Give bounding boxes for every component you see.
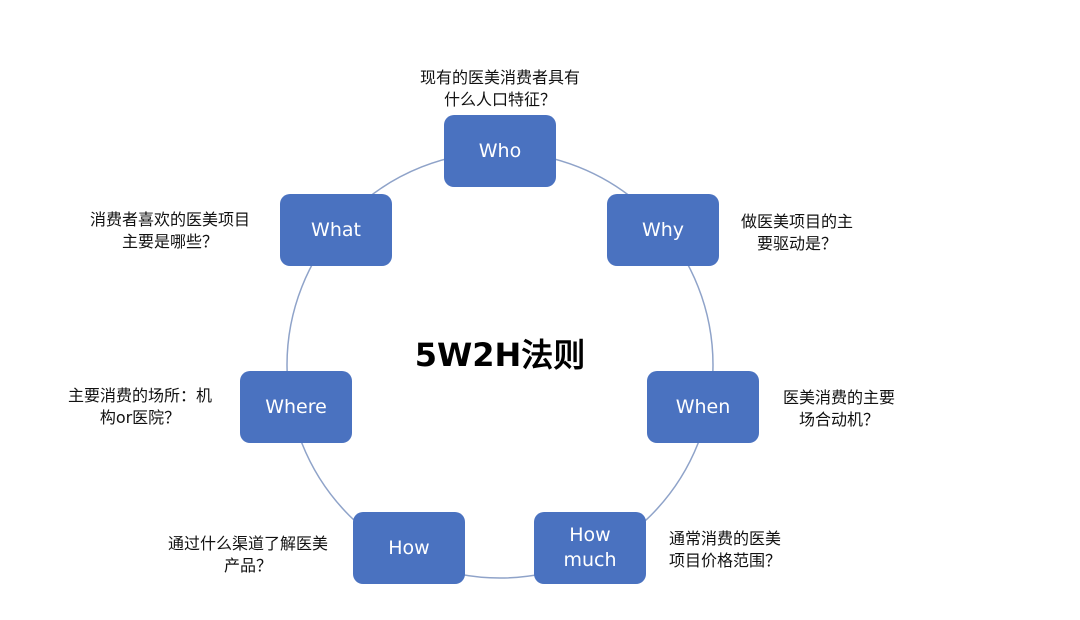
- node-why: Why: [607, 194, 719, 266]
- diagram-title: 5W2H法则: [414, 336, 586, 374]
- node-how: How: [353, 512, 465, 584]
- node-how-much: How much: [534, 512, 646, 584]
- question-what-line1: 消费者喜欢的医美项目: [89, 210, 250, 229]
- question-how-much: 通常消费的医美 项目价格范围？: [655, 528, 795, 572]
- question-where-line2: 构or医院？: [99, 408, 181, 427]
- question-how-line2: 产品？: [223, 556, 272, 575]
- question-why-line2: 要驱动是？: [756, 234, 837, 253]
- question-how-much-line2: 项目价格范围？: [668, 551, 781, 570]
- node-who: Who: [444, 115, 556, 187]
- question-when-line1: 医美消费的主要: [782, 388, 895, 407]
- node-what: What: [280, 194, 392, 266]
- question-who-line2: 什么人口特征？: [443, 90, 556, 109]
- question-what-line2: 主要是哪些？: [121, 232, 218, 251]
- question-how-line1: 通过什么渠道了解医美: [167, 534, 328, 553]
- node-when: When: [647, 371, 759, 443]
- question-when: 医美消费的主要 场合动机？: [773, 387, 905, 431]
- question-who-line1: 现有的医美消费者具有: [419, 68, 580, 87]
- question-how-much-line1: 通常消费的医美: [668, 529, 781, 548]
- question-where: 主要消费的场所：机 构or医院？: [52, 385, 228, 429]
- question-where-line1: 主要消费的场所：机: [67, 386, 212, 405]
- question-why: 做医美项目的主 要驱动是？: [731, 211, 863, 255]
- question-when-line2: 场合动机？: [798, 410, 879, 429]
- question-who: 现有的医美消费者具有 什么人口特征？: [398, 67, 602, 111]
- question-how: 通过什么渠道了解医美 产品？: [148, 533, 348, 577]
- question-what: 消费者喜欢的医美项目 主要是哪些？: [70, 209, 270, 253]
- question-why-line1: 做医美项目的主: [740, 212, 853, 231]
- node-where: Where: [240, 371, 352, 443]
